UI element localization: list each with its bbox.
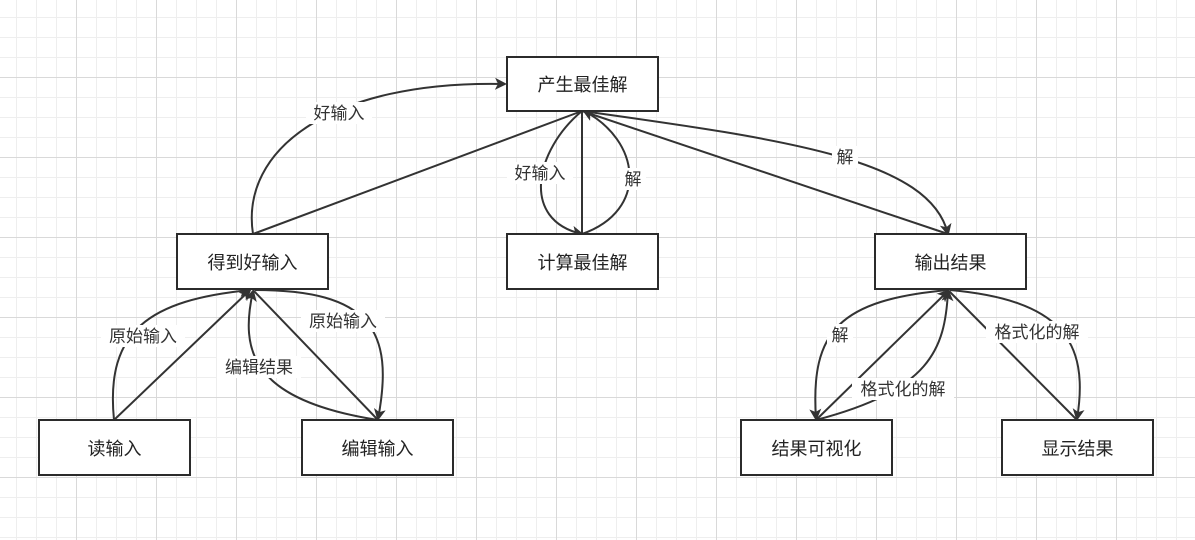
node-display-result-label: 显示结果: [1041, 438, 1114, 460]
edge-label-formatted-solution-right: 格式化的解: [995, 323, 1080, 343]
node-visualize-result[interactable]: 结果可视化: [740, 419, 893, 476]
edge-good-input-to-produce-curve: [250, 77, 507, 235]
node-edit-input[interactable]: 编辑输入: [301, 419, 454, 476]
edge-good-input-to-produce-line: [252, 110, 583, 235]
edge-good-to-edit-line: [252, 289, 379, 421]
edge-label-solution-bottom: 解: [832, 326, 849, 346]
node-compute-best-label: 计算最佳解: [537, 252, 628, 274]
edge-label-good-input-top: 好输入: [314, 104, 365, 124]
node-output-result-label: 输出结果: [914, 252, 987, 274]
edge-label-solution-right: 解: [837, 148, 854, 168]
edge-visualize-to-output-curve: [815, 289, 954, 421]
node-produce-best[interactable]: 产生最佳解: [506, 56, 659, 112]
edge-produce-to-output-line: [581, 110, 949, 235]
edge-read-to-good-line: [113, 288, 252, 421]
edge-label-good-input-mid: 好输入: [515, 164, 566, 184]
node-edit-input-label: 编辑输入: [341, 438, 414, 460]
node-compute-best[interactable]: 计算最佳解: [506, 233, 659, 290]
node-read-input[interactable]: 读输入: [38, 419, 191, 476]
node-output-result[interactable]: 输出结果: [874, 233, 1027, 290]
edge-visualize-to-output-line: [815, 289, 950, 421]
edge-label-formatted-solution-mid: 格式化的解: [861, 380, 946, 400]
edge-good-to-edit-curve: [254, 289, 386, 421]
node-produce-best-label: 产生最佳解: [537, 75, 628, 96]
node-visualize-result-label: 结果可视化: [771, 438, 862, 460]
edge-label-raw-input-left: 原始输入: [109, 327, 177, 347]
node-display-result[interactable]: 显示结果: [1001, 419, 1154, 476]
edge-output-to-display-curve: [949, 289, 1085, 421]
edge-label-raw-input-right: 原始输入: [309, 312, 377, 332]
edge-label-solution-mid: 解: [625, 170, 642, 190]
edge-label-edit-result: 编辑结果: [225, 358, 293, 378]
node-read-input-label: 读输入: [87, 438, 142, 460]
edge-output-to-display-line: [947, 289, 1078, 421]
node-get-good-input-label: 得到好输入: [207, 252, 298, 274]
node-get-good-input[interactable]: 得到好输入: [176, 233, 329, 290]
